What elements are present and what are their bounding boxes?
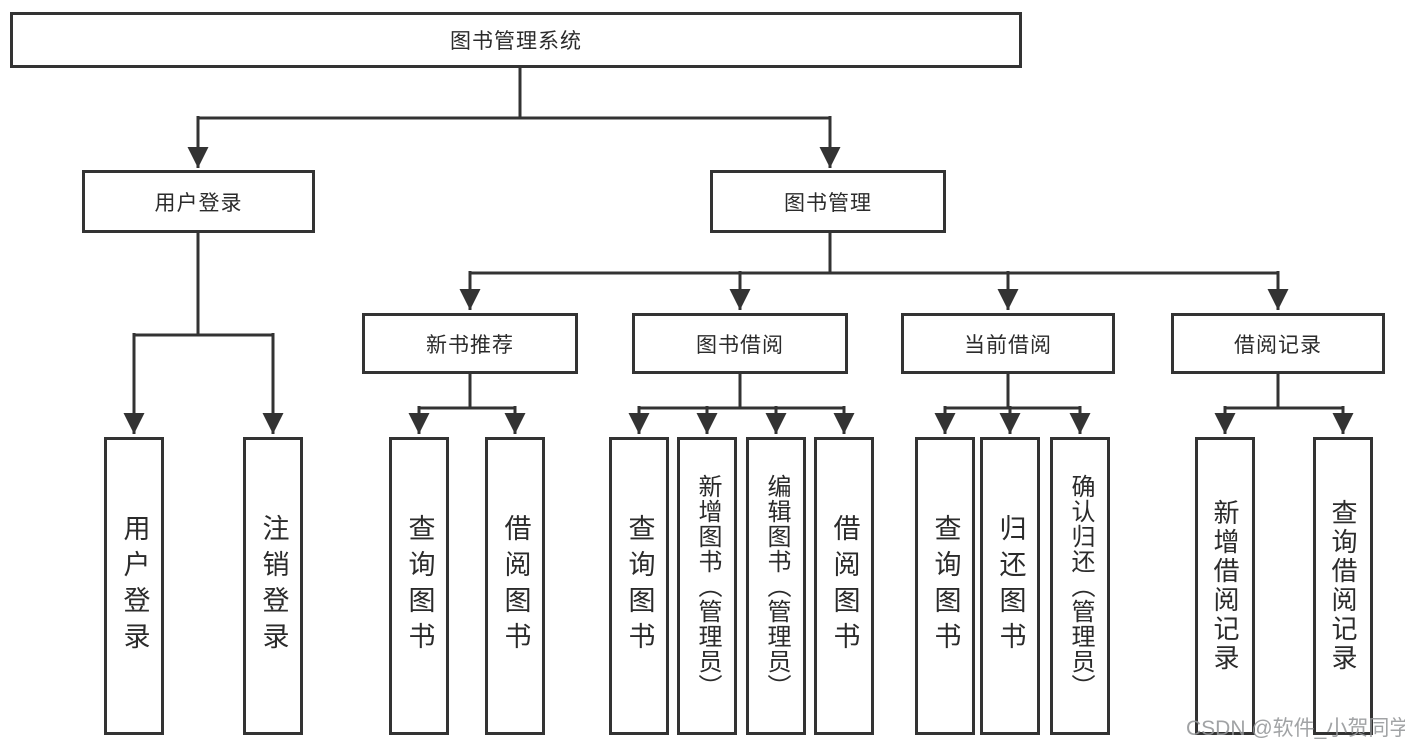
node-label: 注销登录	[258, 514, 289, 658]
leaf-borrow-books-recommend: 借阅图书	[485, 437, 545, 735]
leaf-query-borrow-record: 查询借阅记录	[1313, 437, 1373, 735]
node-label: 当前借阅	[964, 333, 1052, 357]
leaf-logout: 注销登录	[243, 437, 303, 735]
node-label: 用户登录	[154, 191, 243, 215]
leaf-confirm-return-admin: 确认归还（管理员）	[1050, 437, 1110, 735]
node-label: 用户登录	[119, 514, 150, 658]
node-label: 编辑图书（管理员）	[763, 473, 790, 699]
node-label: 归还图书	[995, 514, 1026, 658]
leaf-add-books-admin: 新增图书（管理员）	[677, 437, 737, 735]
node-label: 借阅记录	[1234, 333, 1322, 357]
leaf-return-books: 归还图书	[980, 437, 1040, 735]
node-label: 查询图书	[404, 514, 435, 658]
leaf-borrow-books-borrowing: 借阅图书	[814, 437, 874, 735]
leaf-edit-books-admin: 编辑图书（管理员）	[746, 437, 806, 735]
node-label: 查询借阅记录	[1328, 499, 1358, 673]
leaf-add-borrow-record: 新增借阅记录	[1195, 437, 1255, 735]
node-label: 借阅图书	[500, 514, 531, 658]
node-label: 确认归还（管理员）	[1067, 473, 1094, 699]
leaf-query-books-borrowing: 查询图书	[609, 437, 669, 735]
node-label: 新书推荐	[426, 333, 514, 357]
node-label: 新增图书（管理员）	[694, 473, 721, 699]
node-library-management-system: 图书管理系统	[10, 12, 1022, 68]
leaf-user-login: 用户登录	[104, 437, 164, 735]
node-label: 新增借阅记录	[1210, 499, 1240, 673]
node-label: 图书管理系统	[450, 30, 582, 53]
node-user-login-group: 用户登录	[82, 170, 315, 233]
csdn-watermark: CSDN @软件_小贺同学	[1186, 717, 1405, 740]
node-label: 查询图书	[930, 514, 961, 658]
node-label: 图书借阅	[696, 333, 784, 357]
node-new-book-recommendation: 新书推荐	[362, 313, 578, 374]
leaf-query-books-recommend: 查询图书	[389, 437, 449, 735]
node-label: 图书管理	[784, 191, 872, 215]
node-book-borrowing: 图书借阅	[632, 313, 848, 374]
node-label: 借阅图书	[829, 514, 860, 658]
node-book-management: 图书管理	[710, 170, 946, 233]
node-current-borrowing: 当前借阅	[901, 313, 1115, 374]
leaf-query-books-current: 查询图书	[915, 437, 975, 735]
node-label: 查询图书	[624, 514, 655, 658]
node-borrowing-records: 借阅记录	[1171, 313, 1385, 374]
